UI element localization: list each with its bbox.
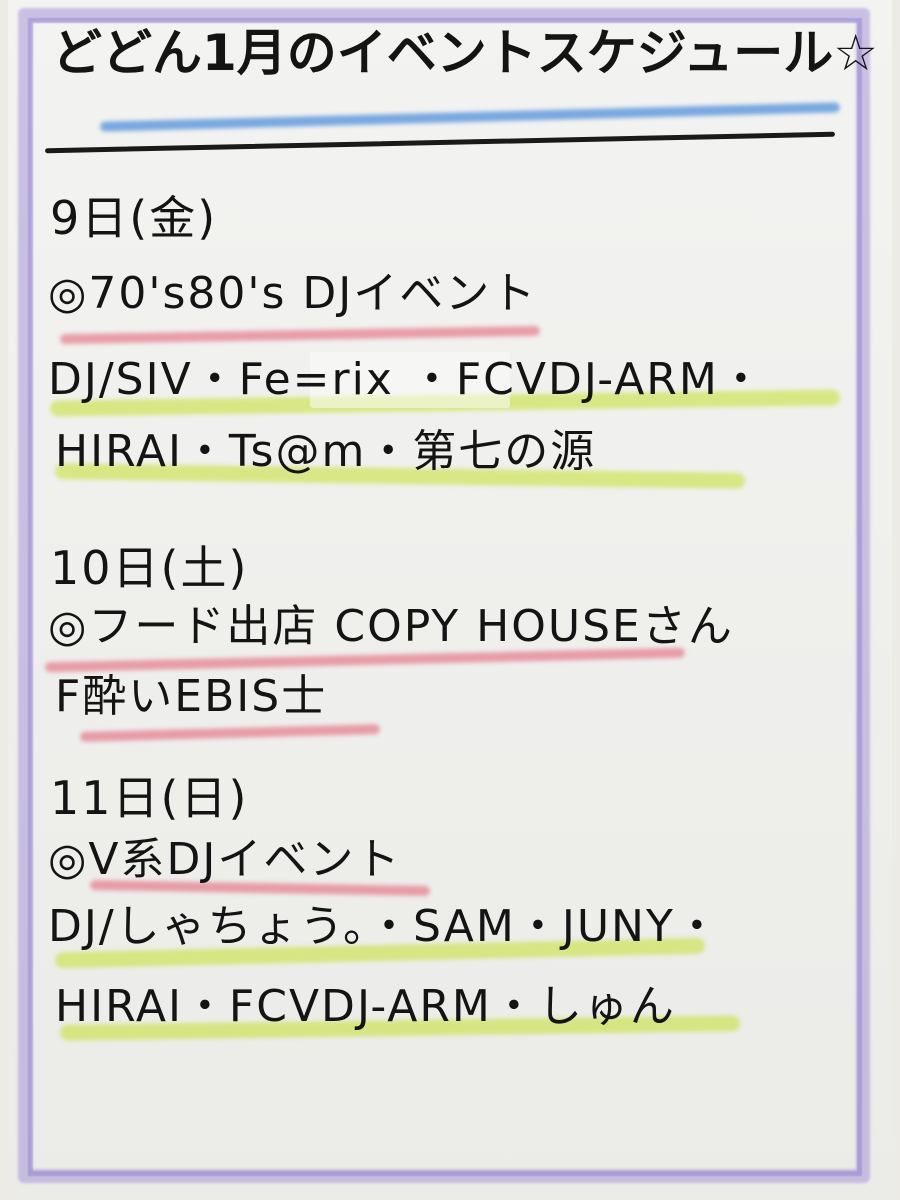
- lineup-line: DJ/しゃちょう。・SAM・JUNY・: [48, 901, 721, 952]
- crayon-border-inner: [28, 18, 862, 1176]
- lineup-line: HIRAI・FCVDJ-ARM・しゅん: [55, 981, 676, 1032]
- lineup-line: F酔いEBIS士: [55, 671, 328, 722]
- event-title: ◎V系DJイベント: [48, 834, 402, 885]
- date-heading: 9日(金): [50, 191, 218, 245]
- paper-sheet: [8, 0, 892, 1200]
- crayon-border: [18, 8, 870, 1183]
- lineup-line: DJ/SIV・Fe=rix ・FCVDJ-ARM・: [48, 354, 765, 405]
- date-heading: 10日(土): [50, 541, 249, 595]
- event-title: ◎フード出店 COPY HOUSEさん: [48, 601, 734, 652]
- date-heading: 11日(日): [50, 771, 249, 825]
- correction-tape: [310, 352, 510, 408]
- lineup-line: HIRAI・Ts@m・第七の源: [55, 426, 597, 477]
- event-title: ◎70's80's DJイベント: [48, 268, 538, 319]
- page-title: どどん1月のイベントスケジュール☆: [52, 24, 879, 82]
